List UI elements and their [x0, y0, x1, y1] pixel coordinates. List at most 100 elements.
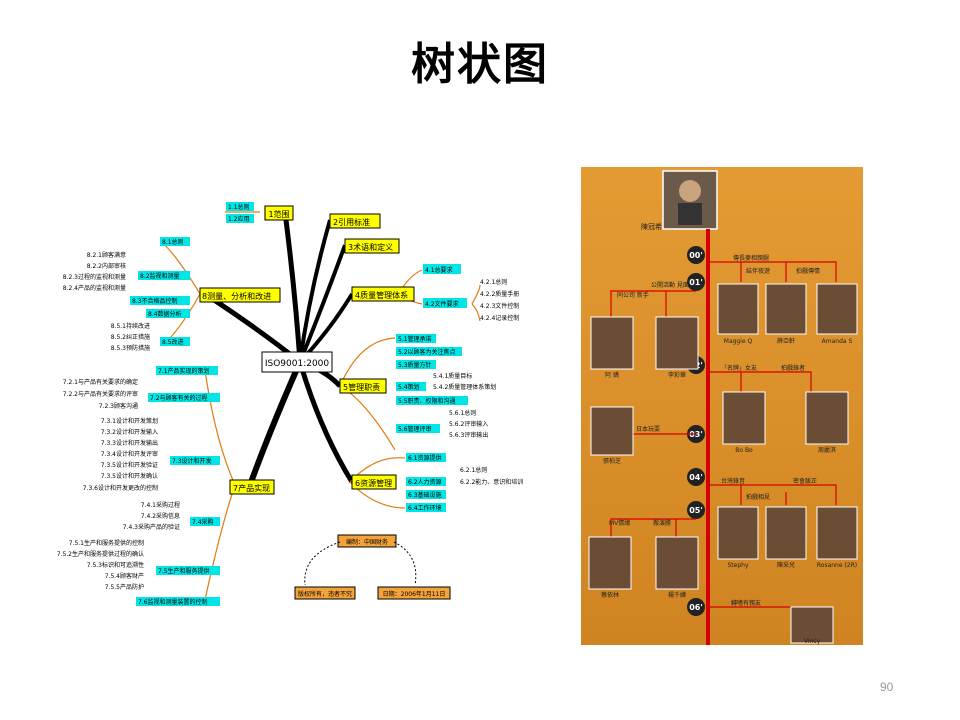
name-13: 楊千嬅: [668, 591, 686, 599]
s7-sub2-1: 7.2.1与产品有关要求的确定: [63, 378, 138, 386]
name-7: 周麗淇: [818, 446, 836, 454]
s4-child-2: 4.2文件要求: [425, 300, 459, 308]
s1-child-1: 1.1总则: [228, 203, 250, 211]
iso-mindmap: ISO9001:2000 1范围 1.1总则 1.2应用 2引用标准 3术语和定…: [57, 202, 523, 606]
year-00: 00': [689, 251, 703, 260]
s7-child-2: 7.2与顾客有关的过程: [150, 394, 208, 402]
note-00b: 結伴夜遊: [746, 267, 770, 275]
note-01a: 同公司 新手: [617, 291, 649, 299]
s7-sub4-3: 7.4.3采购产品的验证: [123, 523, 180, 531]
s6-child-2: 6.2人力资源: [408, 478, 442, 486]
name-5: 李彩華: [668, 371, 686, 379]
name-stephy: Stephy: [727, 562, 748, 569]
timeline-line: [706, 229, 710, 645]
s6-child-1: 6.1资源提供: [408, 454, 442, 462]
mindmap-center: ISO9001:2000: [265, 359, 330, 369]
s7-child-1: 7.1产品实现的策划: [158, 367, 210, 375]
s7-sub3-1: 7.3.1设计和开发策划: [101, 417, 158, 425]
s5-child-5: 5.5职责、权限和沟通: [398, 397, 456, 405]
year-01: 01': [689, 278, 703, 287]
s5-sub6-2: 5.6.2评审输入: [449, 420, 488, 428]
s6-child-4: 6.4工作环境: [408, 504, 442, 512]
s8-sub2-3: 8.2.3过程的监视和测量: [63, 273, 126, 281]
s7-child-6: 7.6监视和测量装置的控制: [138, 598, 208, 606]
relationship-timeline: 陳冠希 00' 01' 02' 03' 04' 05' 06' 傳長麥相親腿 結…: [581, 167, 863, 645]
s8-child-1: 8.1总则: [162, 238, 184, 246]
s7-sub2-3: 7.2.3顾客沟通: [99, 402, 138, 410]
s8-child-4: 8.4数据分析: [148, 310, 182, 318]
s8-sub2-2: 8.2.2内部审核: [87, 262, 126, 270]
section-6: 6资源管理: [355, 478, 392, 488]
s5-child-1: 5.1管理承诺: [398, 335, 432, 343]
s8-child-3: 8.3不合格品控制: [132, 297, 178, 305]
note-04a: 台灣錄音: [721, 477, 745, 485]
year-06: 06': [689, 603, 703, 612]
name-10: 陳采兒: [777, 561, 795, 569]
s7-sub3-6: 7.3.5设计和开发确认: [101, 472, 158, 480]
s8-sub2-1: 8.2.1顾客满意: [87, 251, 126, 259]
s5-child-6: 5.6管理评审: [398, 425, 432, 433]
section-7: 7产品实现: [233, 483, 270, 493]
section-3: 3术语和定义: [348, 242, 393, 252]
s7-sub4-2: 7.4.2采购信息: [141, 512, 180, 520]
name-maggie-q: Maggie Q: [724, 338, 753, 345]
s4-sub-4: 4.2.4记录控制: [480, 314, 519, 322]
s5-sub4-1: 5.4.1质量目标: [433, 372, 472, 380]
section-8: 8测量、分析和改进: [202, 291, 271, 301]
s8-child-5: 8.5改进: [162, 338, 184, 346]
note-00c: 拍戲傳情: [796, 267, 820, 275]
top-name: 陳冠希: [641, 222, 662, 231]
s5-sub6-1: 5.6.1总则: [449, 409, 476, 417]
name-rosanne: Rosanne (2R): [817, 562, 857, 569]
s6-child-3: 6.3基础设施: [408, 491, 442, 499]
s7-child-3: 7.3设计和开发: [172, 457, 212, 465]
mindmap-branches: [203, 211, 355, 487]
name-ah-jiao: 阿 嬌: [605, 371, 619, 379]
name-amanda-s: Amanda S: [822, 338, 853, 345]
note-01b: 公開活動 見面: [651, 281, 689, 289]
s7-sub5-5: 7.5.5产品防护: [105, 583, 144, 591]
s4-sub-3: 4.2.3文件控制: [480, 302, 519, 310]
note-04c: 拍戲相見: [746, 493, 770, 501]
year-04: 04': [689, 473, 703, 482]
s4-child-1: 4.1总要求: [425, 266, 453, 274]
section-2: 2引用标准: [333, 217, 370, 227]
s7-sub3-4: 7.3.4设计和开发评审: [101, 450, 158, 458]
year-05: 05': [689, 506, 703, 515]
s7-sub3-7: 7.3.6设计和开发更改的控制: [83, 484, 158, 492]
s7-sub4-1: 7.4.1采购过程: [141, 501, 180, 509]
s5-child-4: 5.4策划: [398, 383, 420, 391]
note-04b: 密會飯正: [793, 477, 817, 485]
section-4: 4质量管理体系: [355, 290, 408, 300]
s1-child-2: 1.2应用: [228, 215, 250, 223]
s5-child-3: 5.3质量方针: [398, 361, 432, 369]
s8-sub5-1: 8.5.1持续改进: [111, 322, 150, 330]
s7-child-5: 7.5生产和服务提供: [158, 567, 210, 575]
mindmap-center-box: [261, 351, 333, 373]
note-00a: 傳長麥相親腿: [733, 254, 769, 262]
section-1: 1范围: [268, 209, 289, 219]
s6-sub-2: 6.2.2能力、意识和培训: [460, 478, 523, 486]
s7-child-4: 7.4采购: [192, 518, 214, 526]
s4-sub-1: 4.2.1总则: [480, 278, 507, 286]
s7-sub5-1: 7.5.1生产和服务提供的控制: [69, 539, 144, 547]
note-05b: 搬演勝: [653, 519, 671, 527]
footer-date: 日期：2006年1月11日: [383, 590, 446, 598]
s7-sub3-2: 7.3.2设计和开发输入: [101, 428, 158, 436]
section-5: 5管理职责: [343, 382, 380, 392]
name-12: 蔡依林: [601, 591, 619, 599]
s5-child-2: 5.2以顾客为关注焦点: [398, 348, 456, 356]
s7-sub5-4: 7.5.4顾客财产: [105, 572, 144, 580]
footer-copyright: 版权所有，违者不究: [298, 590, 352, 598]
note-02a: 「名牌」女友: [721, 364, 757, 372]
page-number: 90: [880, 680, 894, 694]
note-05a: MV情緣: [609, 519, 630, 527]
s7-sub5-3: 7.5.3标识和可追溯性: [87, 561, 144, 569]
note-02b: 拍戲錄者: [781, 364, 805, 372]
s4-sub-2: 4.2.2质量手册: [480, 290, 519, 298]
note-06: 轉嗜有親友: [731, 599, 761, 607]
s8-sub5-3: 8.5.3预防措施: [111, 344, 150, 352]
footer-editor: 编制：中国财务: [346, 538, 388, 546]
s5-sub4-2: 5.4.2质量管理体系策划: [433, 383, 496, 391]
name-vincy: Vincy: [804, 638, 821, 645]
